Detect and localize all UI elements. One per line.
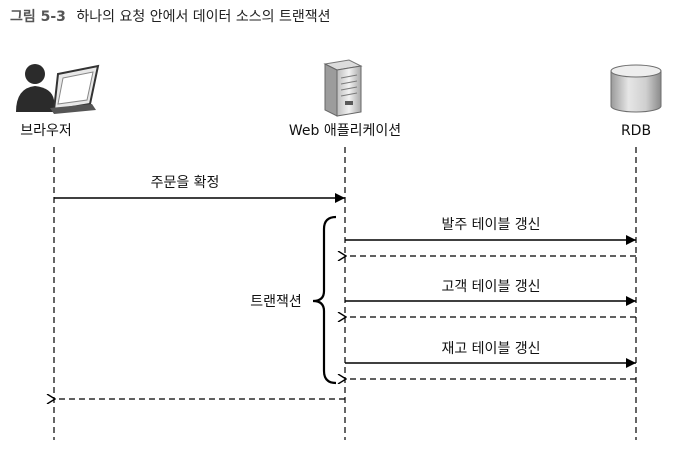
message-update-order-table-label: 발주 테이블 갱신 bbox=[441, 217, 540, 233]
actor-webapp-label: Web 애플리케이션 bbox=[289, 123, 401, 139]
message-update-customer-table-label: 고객 테이블 갱신 bbox=[441, 279, 540, 295]
server-tower-icon bbox=[323, 59, 363, 117]
actor-rdb-label: RDB bbox=[621, 123, 651, 139]
figure-caption: 그림 5-3 하나의 요청 안에서 데이터 소스의 트랜잭션 bbox=[10, 6, 330, 26]
database-cylinder-icon bbox=[610, 64, 662, 113]
person-laptop-icon bbox=[16, 64, 100, 114]
transaction-brace bbox=[312, 215, 337, 385]
figure-title: 하나의 요청 안에서 데이터 소스의 트랜잭션 bbox=[76, 9, 331, 25]
message-update-stock-table-label: 재고 테이블 갱신 bbox=[441, 341, 540, 357]
figure-number: 그림 5-3 bbox=[10, 9, 66, 25]
message-confirm-order-label: 주문을 확정 bbox=[151, 175, 220, 191]
actor-browser-label: 브라우저 bbox=[20, 123, 72, 139]
transaction-label: 트랜잭션 bbox=[250, 294, 302, 310]
